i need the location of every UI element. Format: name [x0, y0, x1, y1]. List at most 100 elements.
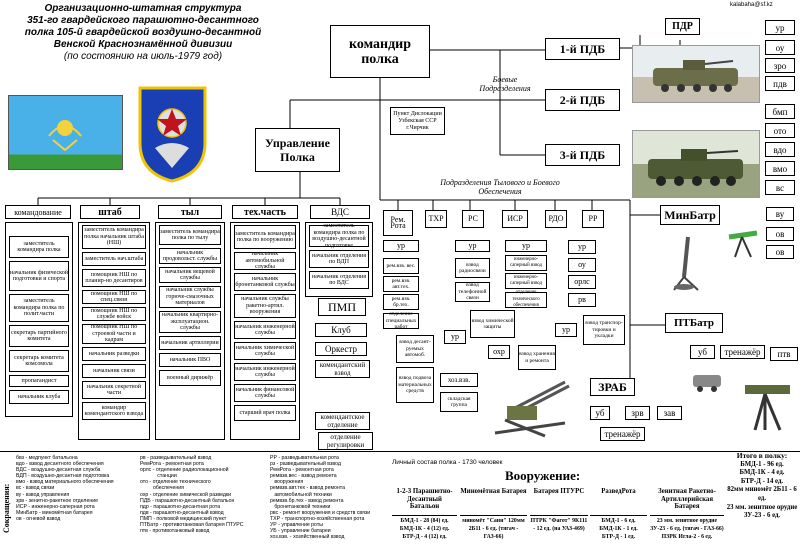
col-shtab-header: штаб: [80, 205, 140, 219]
pdr-box: ПДР: [665, 18, 700, 35]
commander-label: командир полка: [348, 36, 412, 67]
armament-col-values: 23 мм. зенитное орудие ЗУ-23 - 6 ед. (тя…: [650, 515, 724, 541]
org-position-box: начальник инженерной службы: [234, 321, 296, 339]
rr-item: рв: [568, 293, 596, 307]
rdo-item: ур: [555, 323, 577, 337]
bmd-photo-1: [632, 45, 760, 103]
org-position-box: заместитель командира полка по воздушно-…: [309, 223, 369, 249]
minbatr-item-1: ов: [766, 227, 794, 241]
rs-item: взвод радиосвязи: [455, 258, 490, 278]
zrab-item-label: уб: [595, 408, 605, 418]
org-position-box: начальник службы ракетно-артил. вооружен…: [234, 294, 296, 318]
ptbatr-item-label: тренажёр: [724, 347, 761, 357]
isr-item: ур: [505, 240, 547, 252]
total-values: БМД-1 - 96 ед. БМД-1К - 4 ед. БТР-Д - 14…: [726, 460, 798, 520]
otd-reg-box: отделение регулировки: [318, 432, 373, 450]
col-header-label: штаб: [98, 206, 122, 218]
armament-title: Вооружение:: [505, 468, 581, 483]
zrab-label: ЗРАБ: [598, 379, 627, 394]
commander-box: командир полка: [330, 25, 430, 78]
orkestr-box: Оркестр: [315, 342, 367, 356]
grey-vehicle-photo: [690, 365, 725, 395]
pdr-item-label: зро: [773, 60, 787, 71]
org-position-box: начальник физической подготовки и спорта: [9, 261, 69, 291]
ptbatr-item-1: тренажёр: [720, 345, 765, 359]
bmp-item-label: бмп: [772, 106, 788, 117]
legend-col-2: рв - разведывательный взвод РемРота - ре…: [140, 455, 244, 535]
support-unit-header: ИСР: [502, 210, 528, 228]
org-position-box: секретарь партийного комитета: [9, 325, 69, 347]
org-position-box: начальник химической службы: [234, 342, 296, 360]
txr-item: охр: [488, 345, 510, 359]
pdr-item-label: ур: [775, 22, 785, 33]
org-position-box: начальник службы горюче-смазочных матери…: [159, 286, 221, 308]
armament-col-values: миномёт "Сани" 120мм 2Б11 - 6 ед. (тягач…: [460, 515, 527, 541]
rem-rota-item: отделение специальных работ: [383, 311, 419, 330]
pmp-box: ПМП: [318, 298, 366, 316]
rs-item: взвод телефонной связи: [455, 282, 490, 302]
legend-col-3: РР - разведывательная рота рз - разведыв…: [270, 455, 371, 541]
org-position-box: военный дирижёр: [159, 370, 221, 386]
pdr-item-zro: зро: [765, 58, 795, 73]
org-position-box: старший врач полка: [234, 405, 296, 421]
rem-rota-item: ур: [383, 240, 419, 252]
col-komandovanie-header: командование: [5, 205, 71, 219]
zrab-item-1: зрв: [625, 406, 650, 420]
title-line-4: Венской Краснознамённой дивизии: [53, 39, 233, 50]
bmp-item-1: ото: [765, 123, 795, 138]
col-tyl-header: тыл: [158, 205, 222, 219]
mortar-photo: [668, 232, 708, 292]
location-label: Пункт Дислокации Узбекская ССР г.Чирчик: [393, 110, 442, 131]
personnel-count: Личный состав полка - 1730 человек: [392, 459, 503, 466]
pdr-item-pdv: пдв: [765, 76, 795, 91]
pdb-2-label: 2-й ПДБ: [559, 92, 606, 107]
org-position-box: помощник НШ по службе войск: [82, 307, 146, 321]
rem-rota-item: рем.взв. вес.: [383, 258, 419, 274]
minbatr-label: МинБатр: [664, 207, 716, 222]
kom-otd-box: комендантское отделение: [315, 412, 370, 430]
zrab-item-label: зав: [663, 408, 676, 418]
zrab-item-label: тренажёр: [604, 429, 641, 439]
isr-item: отделение технического обеспечения: [505, 290, 547, 308]
pmp-label: ПМП: [327, 299, 356, 314]
txr-vzvod-item: хоз.взв.: [440, 373, 478, 387]
armament-col-values: БМД-1 - 28 (84) ед. БМД-1К - 4 (12) ед. …: [392, 515, 457, 541]
total-block: Итого в полку: БМД-1 - 96 ед. БМД-1К - 4…: [726, 451, 798, 521]
kom-otd-label: комендантское отделение: [320, 413, 365, 429]
org-position-box: начальник финансовой службы: [234, 384, 296, 402]
org-position-box: начальник связи: [82, 364, 146, 378]
org-position-box: заместитель командира полка начальник шт…: [82, 225, 146, 249]
minbatr-item-0: ву: [766, 207, 794, 221]
pdb-2-box: 2-й ПДБ: [545, 89, 620, 111]
management-box: Управление Полка: [255, 128, 340, 172]
org-position-box: начальник автомобильной службы: [234, 251, 296, 270]
title-line-2: 351-го гвардейского парашютно-десантного: [27, 15, 259, 26]
col-header-label: тех.часть: [244, 206, 286, 218]
minbatr-box: МинБатр: [660, 205, 720, 225]
ptbatr-item-0: уб: [690, 345, 715, 359]
bmp-item-3: вмо: [765, 161, 795, 176]
armament-col-header: 1-2-3 Парашютно-Десантный Батальон: [396, 488, 453, 510]
ptbatr-box: ПТБатр: [665, 313, 723, 333]
title-line-1: Организационно-штатная структура: [44, 3, 242, 14]
rr-item: орлс: [568, 275, 596, 289]
org-position-box: начальник вещевой службы: [159, 267, 221, 283]
pdr-label: ПДР: [672, 21, 693, 32]
support-unit-header: РДО: [545, 210, 567, 228]
combat-units-label: Боевые Подразделения: [479, 75, 531, 93]
org-position-box: начальник инженерной службы: [234, 363, 296, 381]
bmp-item-4: вс: [765, 180, 795, 195]
isr-item: инженерно-саперный взвод: [505, 255, 547, 271]
org-position-box: начальник клуба: [9, 390, 69, 404]
org-position-box: начальник ПВО: [159, 353, 221, 367]
rdo-item: взвод транспор-тировки и укладки: [583, 315, 625, 345]
org-position-box: командир комендантского взвода: [82, 402, 146, 420]
col-vds-header: ВДС: [310, 205, 370, 219]
org-position-box: помощник НШ по строевой части и кадрам: [82, 324, 146, 344]
vdv-emblem-image: [135, 83, 210, 183]
org-position-box: заместитель командира полка по полит.час…: [9, 294, 69, 322]
total-header: Итого в полку:: [736, 451, 788, 460]
rs-item: ур: [455, 240, 490, 252]
zrab-item-2: зав: [657, 406, 682, 420]
org-position-box: помощник НШ по планир-но десантиров: [82, 269, 146, 287]
